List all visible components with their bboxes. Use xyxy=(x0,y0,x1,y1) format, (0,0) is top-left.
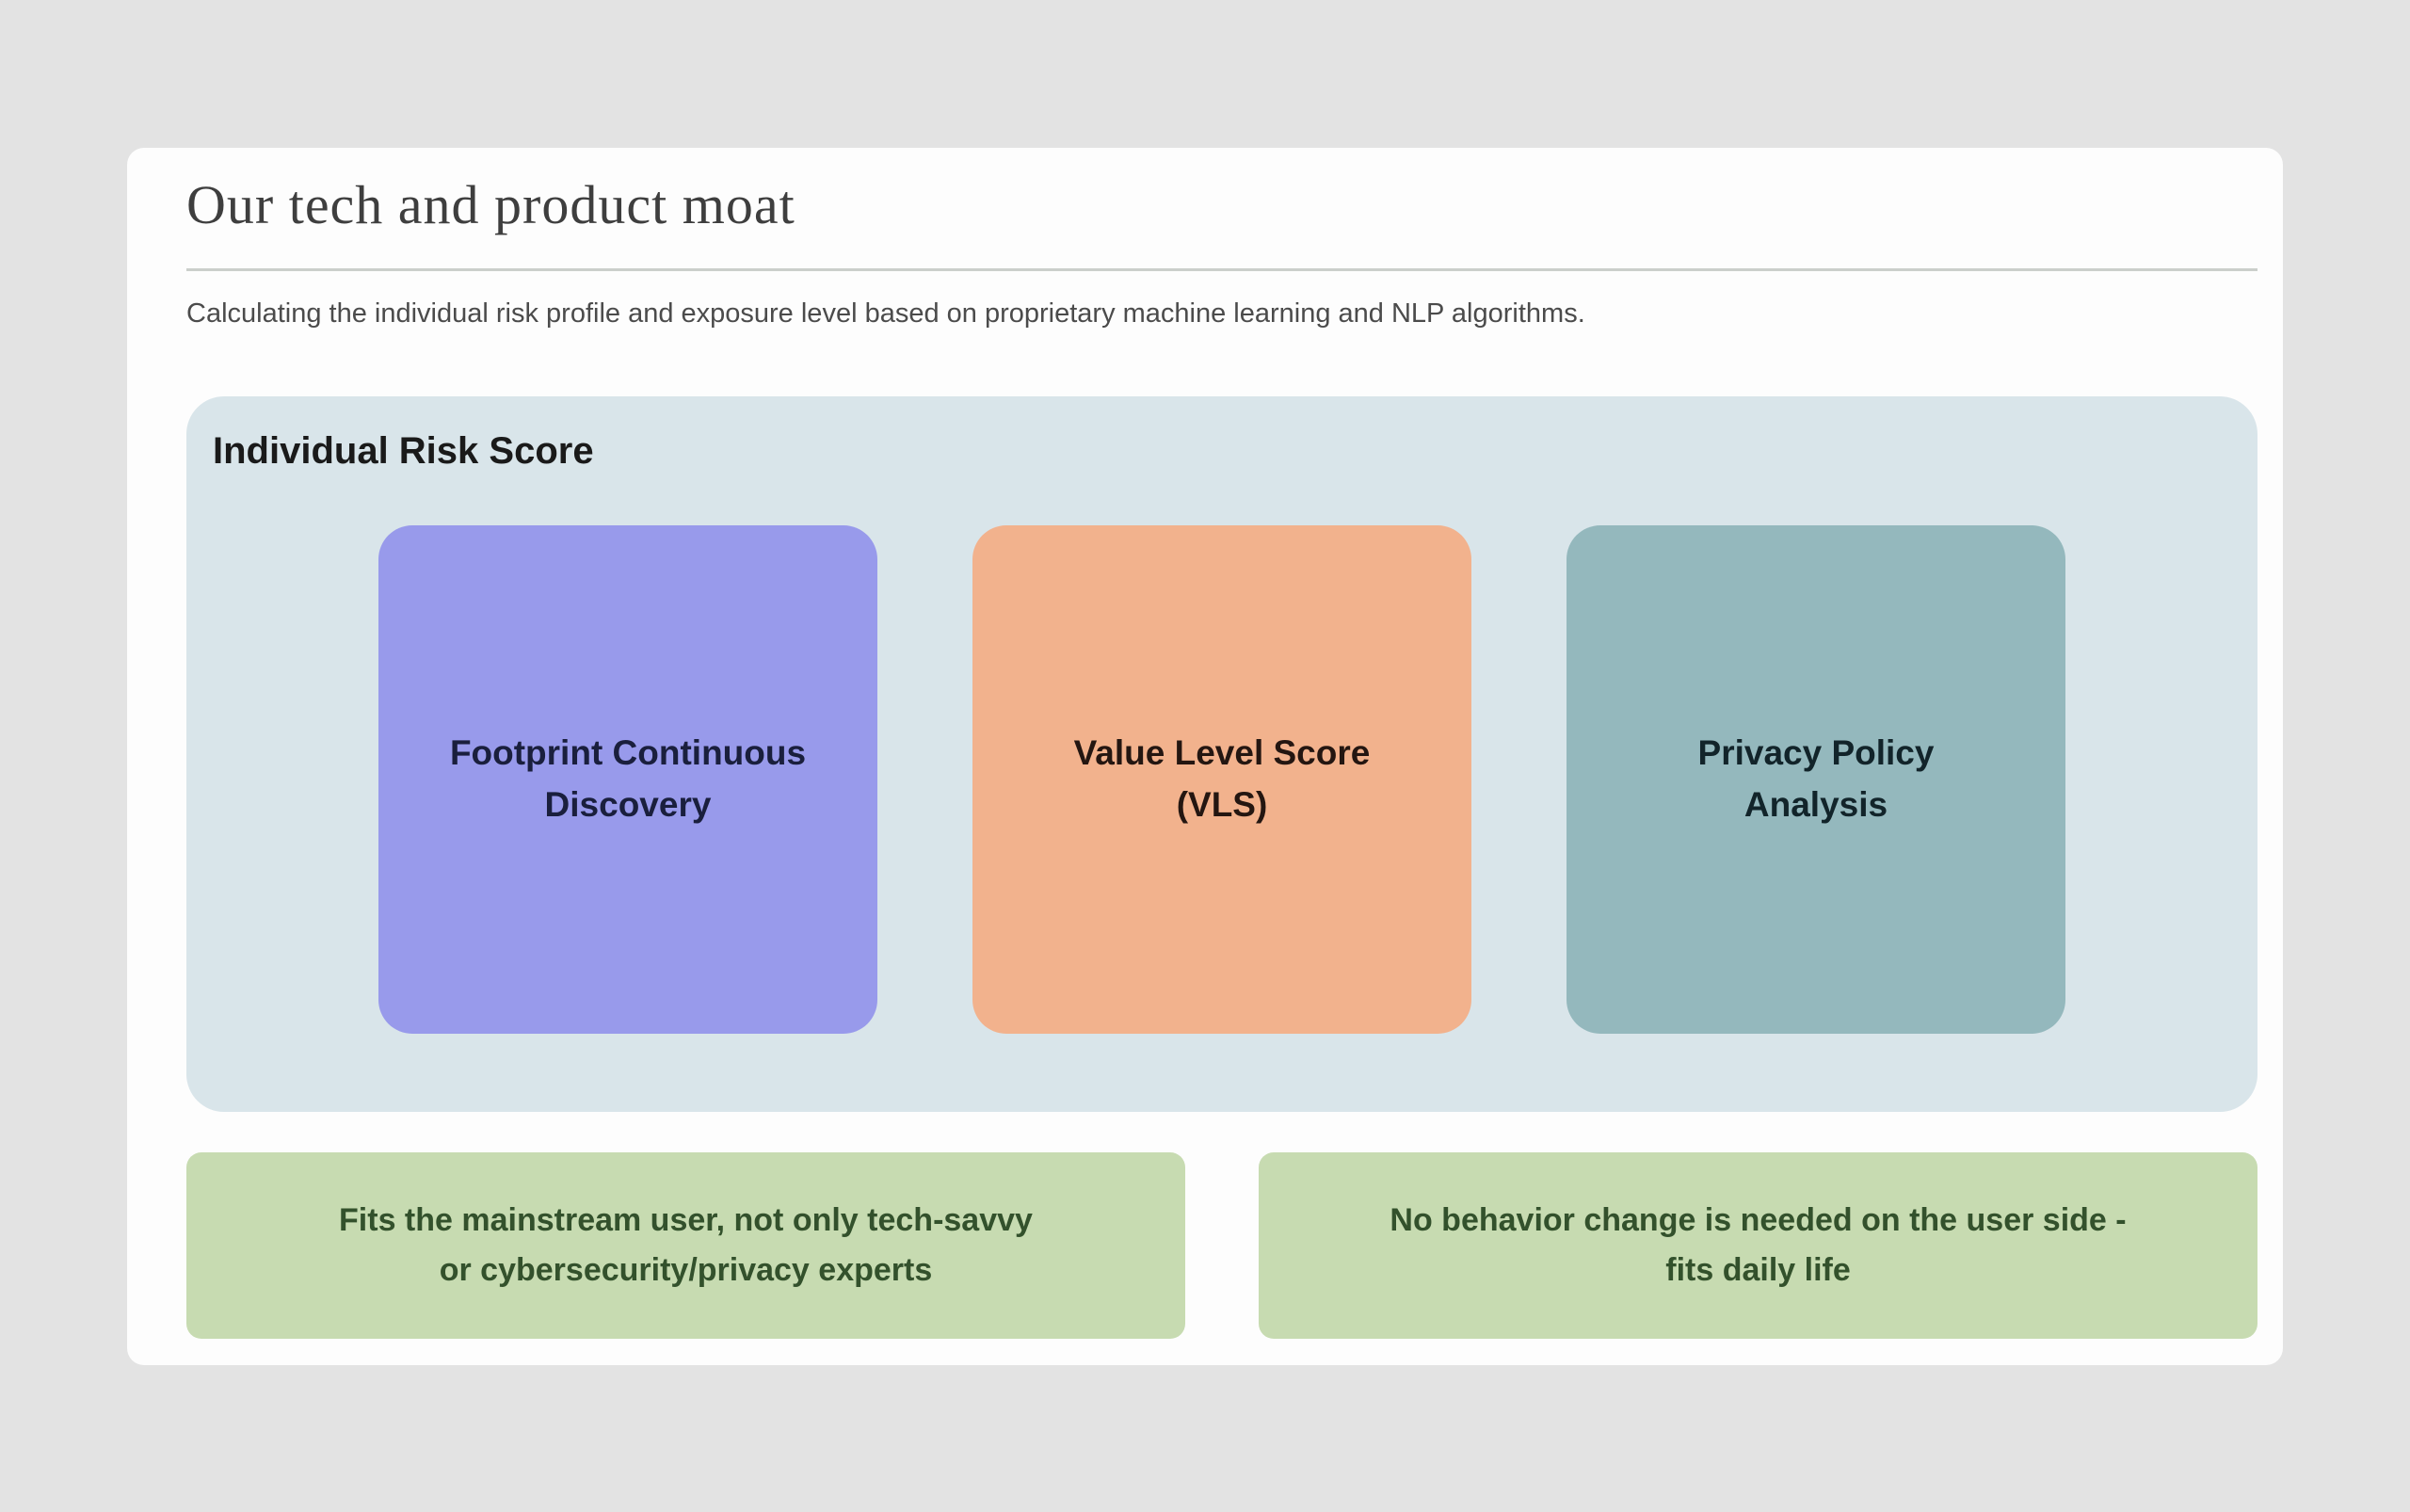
slide-title: Our tech and product moat xyxy=(186,174,795,235)
benefit-row: Fits the mainstream user, not only tech-… xyxy=(186,1151,2257,1339)
benefit-mainstream-user: Fits the mainstream user, not only tech-… xyxy=(186,1151,1185,1339)
individual-risk-score-container: Individual Risk Score Footprint Continuo… xyxy=(186,395,2257,1112)
benefit-no-behavior-change: No behavior change is needed on the user… xyxy=(1259,1151,2257,1339)
title-divider xyxy=(186,267,2257,271)
pillar-footprint-continuous-discovery: Footprint Continuous Discovery xyxy=(378,524,877,1034)
pillar-privacy-policy-analysis: Privacy Policy Analysis xyxy=(1566,524,2065,1034)
individual-risk-score-heading: Individual Risk Score xyxy=(213,429,594,472)
slide-card: Our tech and product moat Calculating th… xyxy=(127,148,2283,1365)
pillar-row: Footprint Continuous Discovery Value Lev… xyxy=(213,524,2231,1034)
slide-subtitle: Calculating the individual risk profile … xyxy=(186,298,1585,329)
pillar-value-level-score: Value Level Score (VLS) xyxy=(972,524,1471,1034)
